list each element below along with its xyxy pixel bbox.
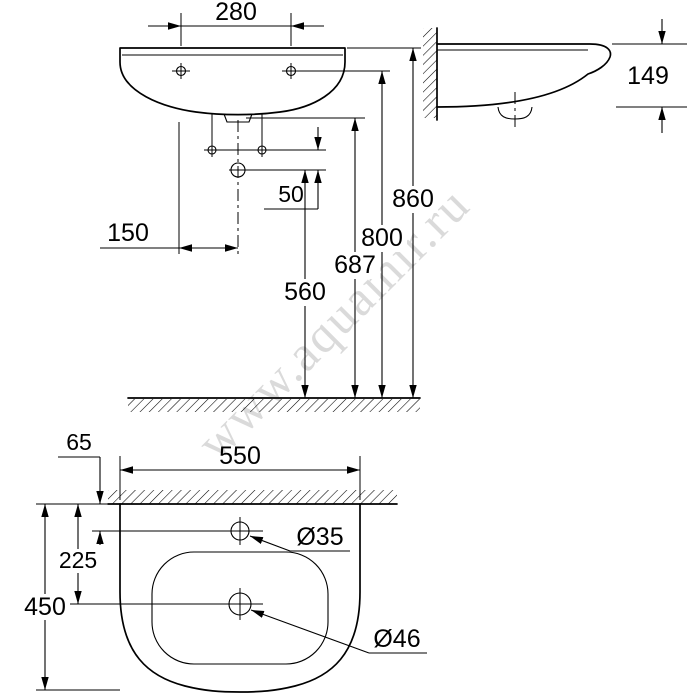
drain-hole-diameter-label: Ø46 bbox=[373, 625, 420, 653]
watermark-text: www.aquamir.ru bbox=[186, 176, 481, 471]
basin-bowl-inner bbox=[151, 551, 329, 665]
wall-hatch-side bbox=[423, 28, 437, 118]
dim-560-label: 560 bbox=[284, 278, 326, 306]
callout-d35: Ø35 bbox=[249, 523, 350, 552]
floor-hatch bbox=[128, 399, 420, 412]
callout-d46: Ø46 bbox=[250, 609, 427, 654]
dim-550-label: 550 bbox=[219, 442, 261, 470]
dim-450: 450 bbox=[20, 504, 70, 690]
tap-hole-diameter-label: Ø35 bbox=[296, 523, 343, 551]
plan-view bbox=[36, 490, 398, 693]
dim-50: 50 bbox=[204, 127, 326, 210]
wall-hatch-plan bbox=[108, 490, 397, 504]
dim-687-label: 687 bbox=[334, 251, 376, 279]
floor bbox=[127, 397, 421, 412]
dim-65: 65 bbox=[58, 429, 104, 545]
dim-860-label: 860 bbox=[392, 185, 434, 213]
dim-450-label: 450 bbox=[24, 593, 66, 621]
dim-225-label: 225 bbox=[59, 547, 97, 573]
dim-150-label: 150 bbox=[107, 219, 149, 247]
dim-149-label: 149 bbox=[627, 62, 669, 90]
front-view bbox=[119, 47, 346, 254]
dim-150: 150 bbox=[100, 122, 238, 254]
dim-280: 280 bbox=[148, 0, 324, 46]
side-view bbox=[423, 27, 612, 127]
dim-550: 550 bbox=[119, 442, 361, 500]
dim-149: 149 bbox=[612, 19, 687, 133]
basin-front-outline bbox=[119, 47, 346, 116]
dim-280-label: 280 bbox=[215, 0, 257, 26]
dim-225: 225 bbox=[53, 504, 103, 604]
basin-side-outline bbox=[436, 43, 612, 108]
dim-65-label: 65 bbox=[66, 429, 92, 455]
dim-800-label: 800 bbox=[361, 224, 403, 252]
height-dimensions: 560 687 800 860 bbox=[246, 47, 438, 398]
dim-50-label: 50 bbox=[278, 181, 304, 207]
basin-plan-outline bbox=[119, 503, 361, 693]
